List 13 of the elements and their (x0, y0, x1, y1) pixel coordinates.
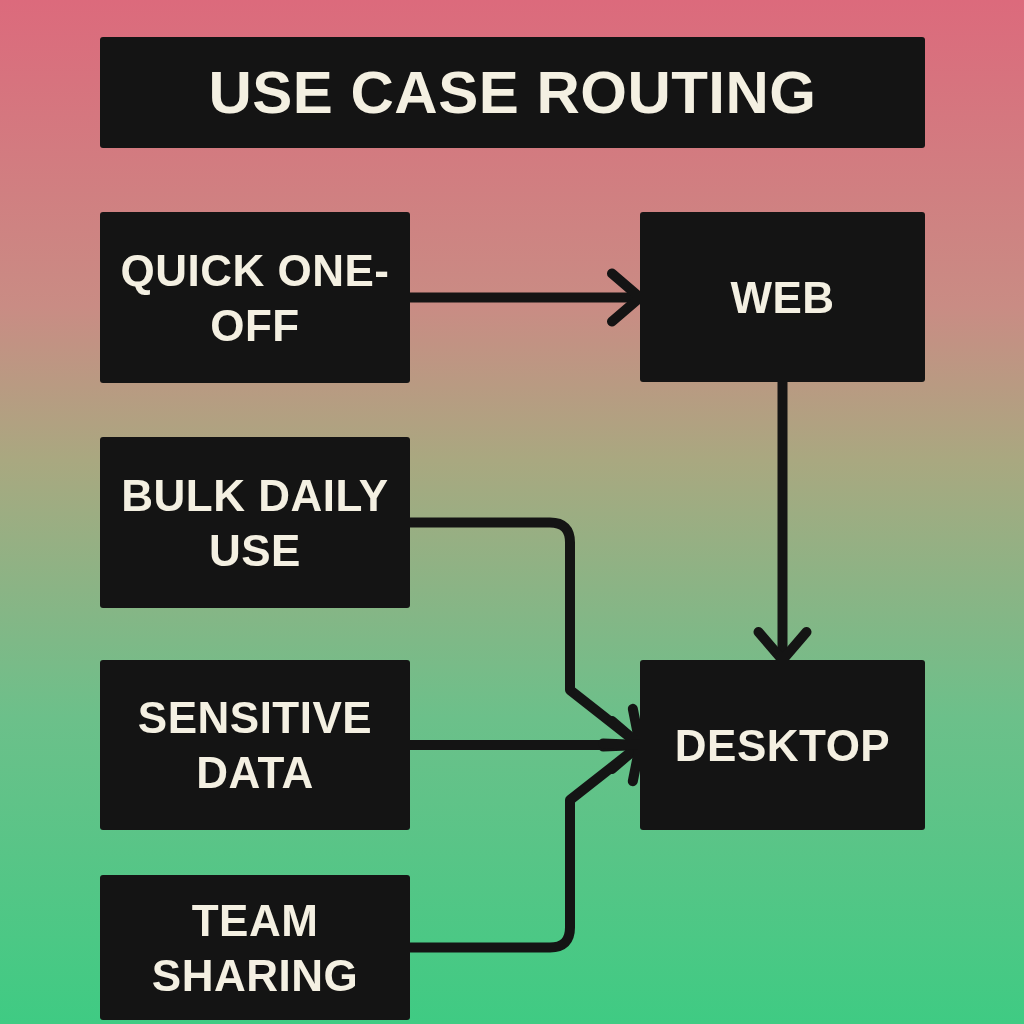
box-label: QUICK ONE-OFF (119, 244, 391, 352)
process-box (100, 660, 410, 830)
box-label: DESKTOP (674, 719, 891, 772)
process-box (640, 212, 925, 382)
process-box (100, 875, 410, 1020)
process-box (100, 437, 410, 608)
process-box (100, 212, 410, 383)
box-label: TEAM SHARING (150, 894, 360, 1002)
box-label: SENSITIVE DATA (136, 692, 374, 799)
box-label: BULK DAILY USE (120, 469, 390, 577)
title: USE CASE ROUTING (208, 58, 817, 128)
box-label: WEB (730, 271, 835, 324)
process-box (640, 660, 925, 830)
